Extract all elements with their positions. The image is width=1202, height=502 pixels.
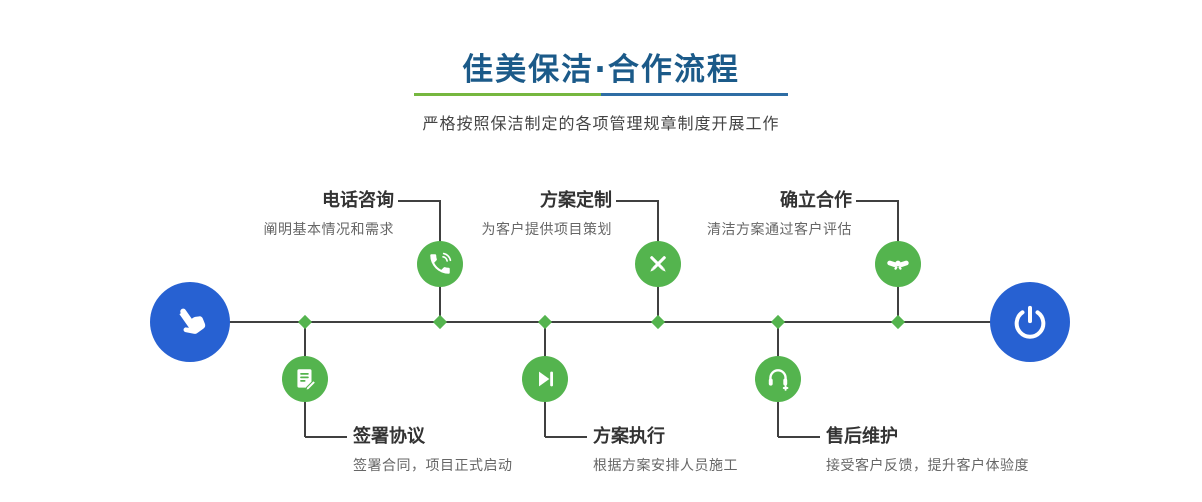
phone-icon — [427, 251, 453, 277]
process-step-phone: 电话咨询 阐明基本情况和需求 — [264, 188, 395, 240]
step-desc: 清洁方案通过客户评估 — [707, 222, 852, 238]
step-label: 签署协议 — [353, 426, 425, 447]
label-connector — [778, 436, 820, 438]
timeline-stem — [777, 322, 779, 379]
timeline-node-marker — [650, 314, 666, 330]
page-subtitle: 严格按照保洁制定的各项管理规章制度开展工作 — [422, 114, 780, 133]
step-label: 电话咨询 — [322, 190, 394, 211]
label-connector — [544, 402, 546, 437]
step-desc: 签署合同，项目正式启动 — [353, 458, 513, 474]
process-step-agreement: 签署协议 签署合同，项目正式启动 — [353, 424, 513, 476]
timeline-start-circle — [150, 282, 230, 362]
label-connector — [616, 200, 658, 202]
page-title: 佳美保洁·合作流程 — [462, 52, 740, 88]
title-underline-blue — [601, 93, 788, 96]
timeline-stem — [304, 322, 306, 379]
step-desc: 接受客户反馈，提升客户体验度 — [826, 458, 1029, 474]
timeline-line — [190, 321, 1030, 323]
step-label: 方案定制 — [540, 190, 612, 211]
label-connector — [305, 436, 347, 438]
step-circle-phone — [417, 241, 463, 287]
hand-pointer-icon — [170, 302, 210, 342]
play-icon — [532, 366, 558, 392]
label-connector — [777, 402, 779, 437]
step-desc: 为客户提供项目策划 — [481, 222, 612, 238]
timeline-stem — [657, 264, 659, 321]
timeline-node-marker — [297, 314, 313, 330]
step-label: 售后维护 — [826, 426, 898, 447]
step-circle-aftersales — [755, 356, 801, 402]
process-step-cooperation: 确立合作 清洁方案通过客户评估 — [707, 188, 852, 240]
timeline-node-marker — [432, 314, 448, 330]
label-connector — [897, 200, 899, 242]
step-desc: 阐明基本情况和需求 — [263, 222, 394, 238]
step-circle-execution — [522, 356, 568, 402]
timeline-end-circle — [990, 282, 1070, 362]
timeline-stem — [544, 322, 546, 379]
process-step-execution: 方案执行 根据方案安排人员施工 — [593, 424, 738, 476]
step-label: 方案执行 — [593, 426, 665, 447]
label-connector — [439, 200, 441, 242]
step-desc: 根据方案安排人员施工 — [593, 458, 738, 474]
timeline-node-marker — [890, 314, 906, 330]
step-circle-cooperation — [875, 241, 921, 287]
power-icon — [1010, 302, 1050, 342]
step-label: 确立合作 — [780, 190, 852, 211]
pencil-tools-icon — [645, 251, 671, 277]
label-connector — [657, 200, 659, 242]
timeline-node-marker — [537, 314, 553, 330]
process-step-plan: 方案定制 为客户提供项目策划 — [482, 188, 613, 240]
title-underline-green — [414, 93, 601, 96]
label-connector — [398, 200, 440, 202]
step-circle-agreement — [282, 356, 328, 402]
contract-icon — [292, 366, 318, 392]
headset-icon — [765, 366, 791, 392]
handshake-icon — [885, 251, 911, 277]
label-connector — [304, 402, 306, 437]
step-circle-plan — [635, 241, 681, 287]
process-step-aftersales: 售后维护 接受客户反馈，提升客户体验度 — [826, 424, 1029, 476]
label-connector — [545, 436, 587, 438]
timeline-node-marker — [770, 314, 786, 330]
label-connector — [856, 200, 898, 202]
timeline-stem — [439, 264, 441, 321]
timeline-stem — [897, 264, 899, 321]
